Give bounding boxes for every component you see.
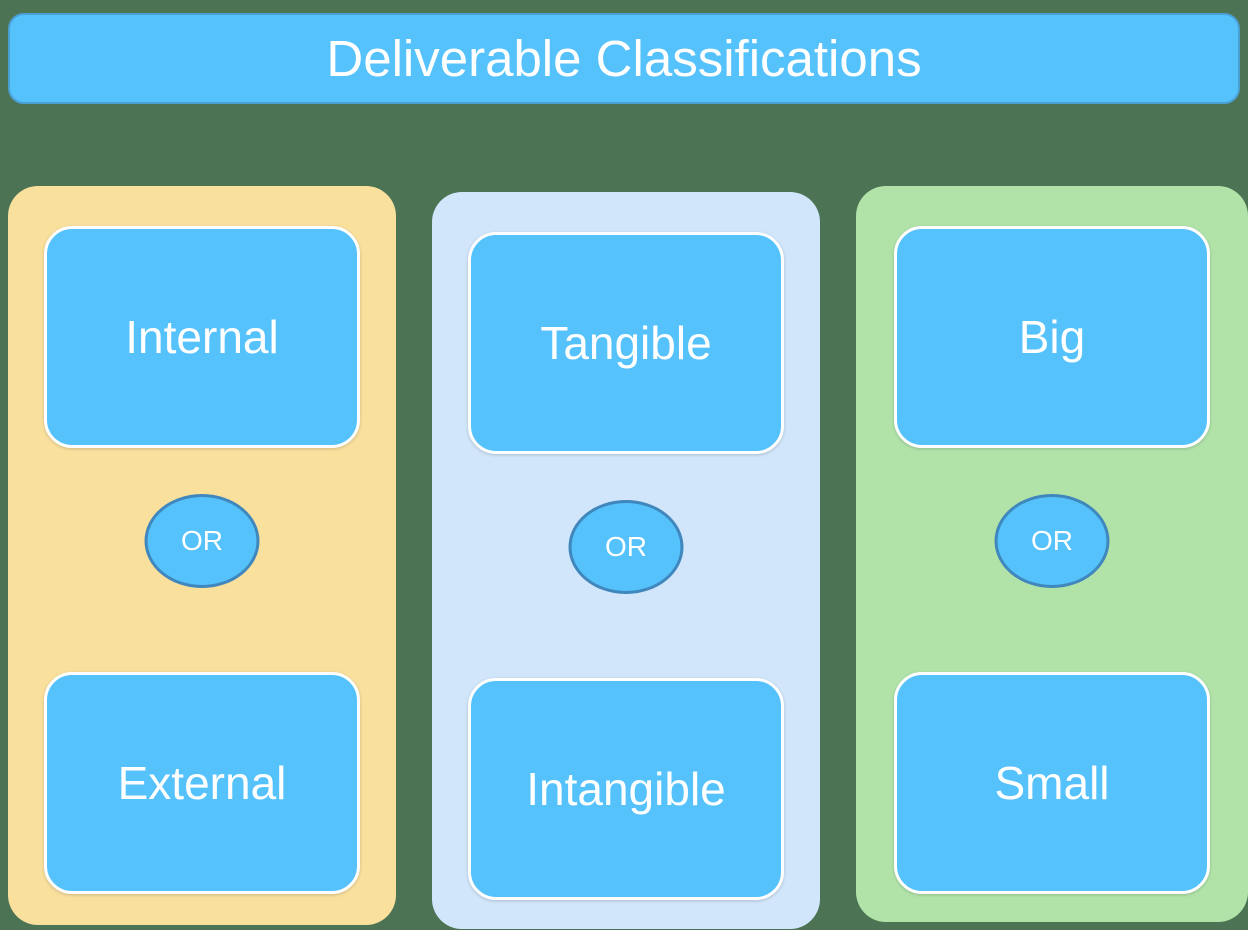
or-connector-1: OR <box>144 494 260 588</box>
node-box-external: External <box>44 672 360 894</box>
column-panel-internal-external: Internal OR External <box>8 186 396 925</box>
node-box-big: Big <box>894 226 1210 448</box>
node-label-big: Big <box>1018 311 1086 363</box>
node-box-tangible: Tangible <box>468 232 784 454</box>
node-box-small: Small <box>894 672 1210 894</box>
column-panel-big-small: Big OR Small <box>856 186 1248 922</box>
diagram-title: Deliverable Classifications <box>326 30 922 87</box>
diagram-title-bar: Deliverable Classifications <box>8 13 1240 104</box>
or-connector-1-label: OR <box>181 525 223 556</box>
or-connector-2: OR <box>568 500 684 594</box>
or-connector-3: OR <box>994 494 1110 588</box>
column-panel-tangible-intangible: Tangible OR Intangible <box>432 192 820 929</box>
or-connector-3-label: OR <box>1031 525 1073 556</box>
node-label-internal: Internal <box>125 311 279 363</box>
node-box-intangible: Intangible <box>468 678 784 900</box>
node-box-internal: Internal <box>44 226 360 448</box>
node-label-small: Small <box>994 757 1110 809</box>
or-connector-2-label: OR <box>605 531 647 562</box>
node-label-intangible: Intangible <box>526 763 726 815</box>
node-label-tangible: Tangible <box>540 317 712 369</box>
node-label-external: External <box>117 757 287 809</box>
